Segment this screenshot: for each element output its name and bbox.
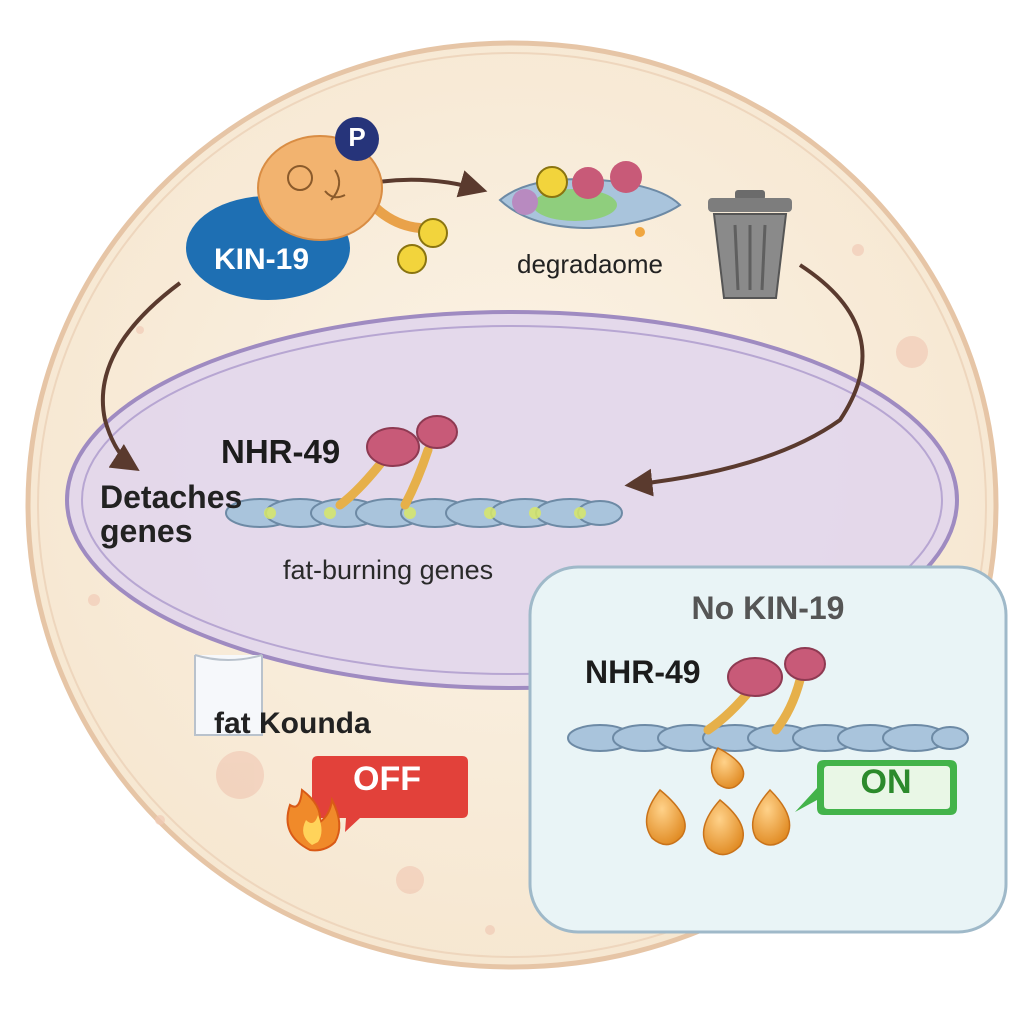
arrow-kin19-to-detach [100,281,182,472]
cytoplasm-speckles [88,244,928,935]
fat-bound-container [194,654,263,736]
off-label: OFF [353,760,421,798]
kin19-complex [186,117,448,300]
dna-helix-panel [567,724,969,752]
nhr49-label: NHR-49 [221,433,341,470]
dna-helix-main [225,498,623,528]
on-callout [795,760,957,815]
nucleus-inner-membrane [81,325,943,675]
cell-membrane-inner [37,52,987,958]
phosphate-icon [335,117,379,161]
arrow-to-degradome [377,170,488,198]
fat-burning-genes-label: fat-burning genes [283,555,494,585]
flame-icon [286,788,341,852]
nhr49-main [335,415,458,510]
kinase-orange-body [257,135,383,241]
dna-helix-icon [225,498,623,528]
trash-can-icon [708,190,792,299]
no-kin19-title: No KIN-19 [691,590,845,626]
phosphate-label: P [348,122,366,152]
degradome-complex [498,161,682,237]
nhr49-panel [703,647,826,735]
arrow-degradome-to-nucleus [624,263,865,497]
phospho-small-bead-1 [418,218,448,248]
on-label: ON [860,763,912,801]
off-callout [312,756,468,832]
phospho-small-bead-2 [397,244,427,274]
kin19-label: KIN-19 [214,243,310,276]
detaches-genes-label: Detaches genes [100,479,243,549]
fat-droplet-icon [645,747,791,856]
fat-bound-label: fat Kounda [214,707,371,740]
degradome-label: degradaome [517,249,663,279]
nhr49-panel-label: NHR-49 [585,654,701,690]
